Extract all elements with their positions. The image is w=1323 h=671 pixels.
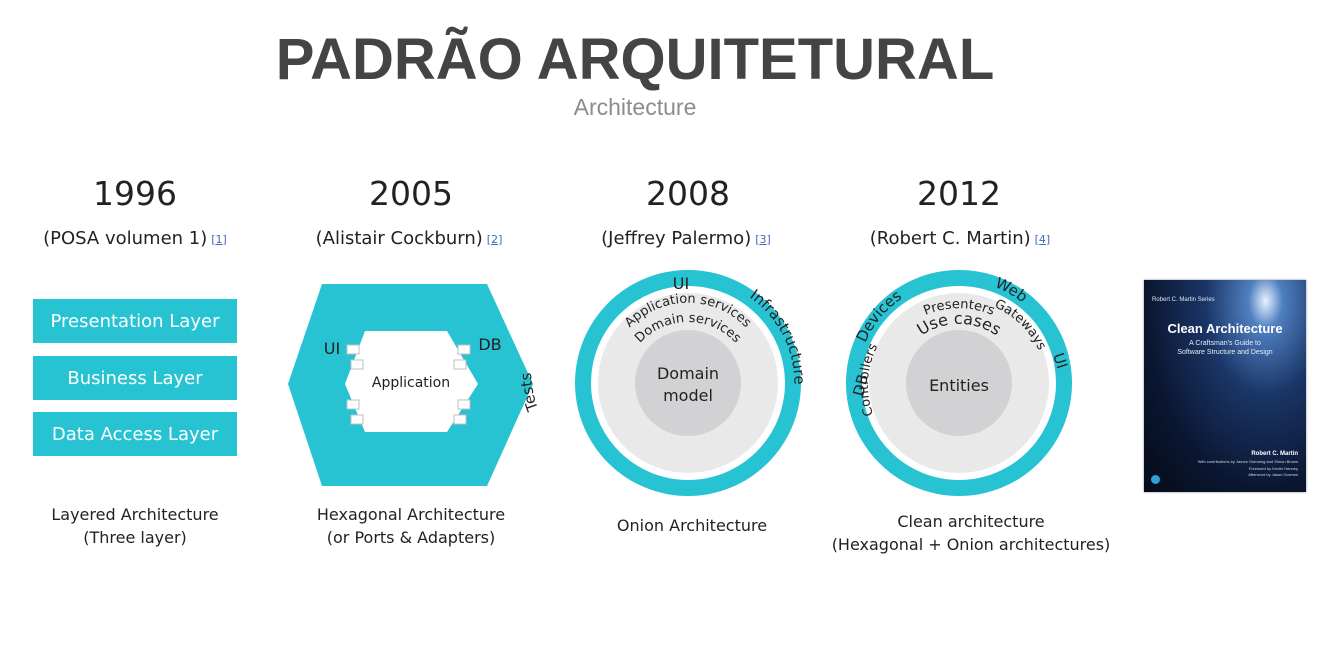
onion-core-label-line2: model xyxy=(663,386,713,405)
port-icon xyxy=(346,399,360,410)
year-2005: 2005 xyxy=(369,174,453,213)
onion-core-label-line1: Domain xyxy=(657,364,719,383)
page-subtitle: Architecture xyxy=(573,94,697,120)
author-martin: (Robert C. Martin)[4] xyxy=(810,228,1110,249)
port-icon xyxy=(346,344,360,355)
clean-ui-label: UI xyxy=(1049,351,1071,371)
year-2012: 2012 xyxy=(917,174,1001,213)
onion-ui-label: UI xyxy=(673,274,689,293)
author-label: (Jeffrey Palermo) xyxy=(601,228,752,249)
presentation-layer: Presentation Layer xyxy=(33,299,237,343)
clean-diagram: Devices Web UI DB Presenters Controllers… xyxy=(846,270,1072,496)
clean-presenters-label: Presenters xyxy=(921,297,996,319)
onion-diagram: UI Tests Infrastructure Application serv… xyxy=(517,270,809,496)
author-palermo: (Jeffrey Palermo)[3] xyxy=(536,228,836,249)
clean-core xyxy=(906,330,1012,436)
hexagonal-diagram: UI DB Application xyxy=(288,284,533,486)
caption-line: (Three layer) xyxy=(83,528,187,547)
author-label: (POSA volumen 1) xyxy=(43,228,208,249)
reference-link[interactable]: [2] xyxy=(486,232,503,246)
caption-onion: Onion Architecture xyxy=(532,514,852,537)
clean-db-label: DB xyxy=(849,372,872,398)
book-subtitle: A Craftsman's Guide to Software Structur… xyxy=(1144,339,1306,357)
book-subtitle-line: A Craftsman's Guide to xyxy=(1189,340,1261,347)
author-label: (Alistair Cockburn) xyxy=(315,228,483,249)
publisher-logo-icon xyxy=(1151,475,1160,484)
book-foreword: Foreword by Kevlin Henney Afterword by J… xyxy=(1248,466,1298,478)
year-1996: 1996 xyxy=(93,174,177,213)
caption-line: Hexagonal Architecture xyxy=(316,505,506,524)
book-title: Clean Architecture xyxy=(1167,321,1283,336)
reference-link[interactable]: [1] xyxy=(211,232,227,246)
book-author: Robert C. Martin xyxy=(1251,451,1298,457)
caption-line: (or Ports & Adapters) xyxy=(326,528,496,547)
caption-hexagonal: Hexagonal Architecture (or Ports & Adapt… xyxy=(251,503,571,549)
data-access-layer: Data Access Layer xyxy=(33,412,237,456)
caption-line: Clean architecture xyxy=(897,512,1045,531)
caption-clean: Clean architecture (Hexagonal + Onion ar… xyxy=(811,510,1131,556)
book-contributors: With contributions by James Grenning and… xyxy=(1197,459,1298,464)
caption-layered: Layered Architecture (Three layer) xyxy=(0,503,295,549)
book-subtitle-line: Software Structure and Design xyxy=(1177,349,1273,356)
port-icon xyxy=(350,414,364,425)
caption-line: Onion Architecture xyxy=(616,516,768,535)
hex-db-label: DB xyxy=(478,335,501,354)
author-posa: (POSA volumen 1)[1] xyxy=(0,228,285,249)
book-cover: Robert C. Martin Series Clean Architectu… xyxy=(1144,280,1306,492)
hex-ui-label: UI xyxy=(324,339,340,358)
reference-link[interactable]: [3] xyxy=(755,232,771,246)
book-foreword-line: Foreword by Kevlin Henney xyxy=(1248,466,1298,471)
inner-hexagon xyxy=(345,331,478,432)
hex-application-label: Application xyxy=(372,375,450,391)
port-icon xyxy=(350,359,364,370)
port-icon xyxy=(457,344,471,355)
port-icon xyxy=(453,359,467,370)
book-series: Robert C. Martin Series xyxy=(1152,297,1215,303)
port-icon xyxy=(453,414,467,425)
business-layer: Business Layer xyxy=(33,356,237,400)
author-label: (Robert C. Martin) xyxy=(869,228,1031,249)
caption-line: (Hexagonal + Onion architectures) xyxy=(831,535,1111,554)
clean-entities-label: Entities xyxy=(929,376,989,395)
reference-link[interactable]: [4] xyxy=(1034,232,1051,246)
onion-core xyxy=(635,330,741,436)
caption-line: Layered Architecture xyxy=(51,505,219,524)
page-title: PADRÃO ARQUITETURAL xyxy=(275,27,995,92)
book-afterword-line: Afterword by Jason Gorman xyxy=(1248,472,1298,477)
year-2008: 2008 xyxy=(646,174,730,213)
port-icon xyxy=(457,399,471,410)
author-cockburn: (Alistair Cockburn)[2] xyxy=(259,228,559,249)
clean-presenters-path: Presenters xyxy=(921,297,996,319)
